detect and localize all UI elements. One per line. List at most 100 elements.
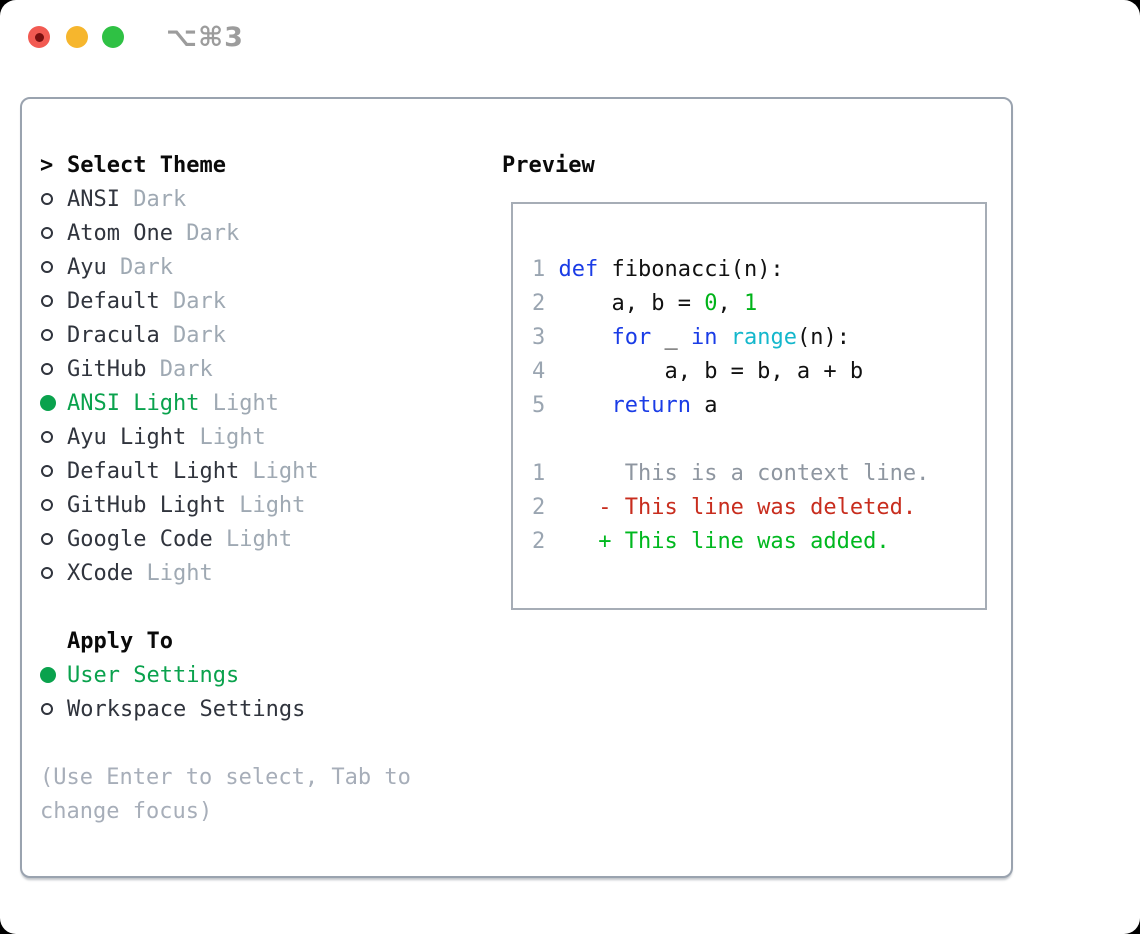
code-token-fg: a, b =	[558, 290, 705, 316]
radio-unselected-icon	[41, 193, 53, 205]
theme-option-ayu-light[interactable]: Ayu Light Light	[40, 420, 411, 454]
apply-option-user-settings[interactable]: User Settings	[40, 658, 411, 692]
code-token-ctx: This is a context line.	[558, 460, 930, 486]
apply-option-workspace-settings[interactable]: Workspace Settings	[40, 692, 411, 726]
theme-option-default[interactable]: Default Dark	[40, 284, 411, 318]
code-token-fg: a	[690, 392, 718, 418]
spacer-row	[40, 726, 411, 760]
code-token-fg	[559, 393, 612, 418]
code-token-add: + This line was added.	[558, 528, 890, 554]
code-line: 1 This is a context line.	[532, 456, 985, 490]
theme-name: GitHub Light	[67, 492, 226, 518]
theme-name: Google Code	[67, 526, 213, 552]
theme-option-github-light[interactable]: GitHub Light Light	[40, 488, 411, 522]
theme-name: Dracula	[67, 322, 160, 348]
theme-option-ansi[interactable]: ANSI Dark	[40, 182, 411, 216]
code-line: 3 for _ in range(n):	[532, 320, 985, 354]
theme-name: GitHub	[67, 356, 147, 382]
code-token-fg: fibonacci(n):	[598, 256, 784, 282]
radio-unselected-icon	[41, 363, 53, 375]
window-shortcut-label: ⌥⌘3	[166, 22, 244, 53]
code-token-fg: _	[651, 324, 691, 350]
line-number: 3	[532, 324, 559, 350]
prompt-marker: >	[40, 152, 54, 178]
line-number: 1	[532, 256, 559, 282]
theme-name: Default	[67, 288, 160, 314]
maximize-button[interactable]	[102, 26, 124, 48]
theme-name: XCode	[67, 560, 134, 586]
theme-variant-tag: Light	[186, 424, 266, 450]
theme-variant-tag: Dark	[106, 254, 173, 280]
radio-unselected-icon	[41, 567, 53, 579]
code-line: 5 return a	[532, 388, 985, 422]
line-number: 5	[532, 392, 559, 418]
code-token-fg	[559, 325, 612, 350]
theme-name: Ayu	[67, 254, 107, 280]
radio-unselected-icon	[41, 227, 53, 239]
code-token-num: 1	[743, 290, 758, 316]
theme-variant-tag: Dark	[146, 356, 213, 382]
theme-option-default-light[interactable]: Default Light Light	[40, 454, 411, 488]
radio-unselected-icon	[41, 703, 53, 715]
radio-unselected-icon	[41, 295, 53, 307]
theme-variant-tag: Light	[239, 458, 319, 484]
theme-option-ayu[interactable]: Ayu Dark	[40, 250, 411, 284]
code-token-fg: a, b = b, a + b	[558, 358, 864, 384]
theme-option-ansi-light[interactable]: ANSI Light Light	[40, 386, 411, 420]
code-token-fg: ,	[717, 290, 744, 316]
theme-variant-tag: Light	[199, 390, 279, 416]
radio-selected-icon	[40, 395, 56, 411]
code-token-fg: (n):	[796, 324, 850, 350]
line-number: 2	[532, 494, 559, 520]
line-number: 2	[532, 290, 559, 316]
code-token-del: - This line was deleted.	[558, 494, 917, 520]
close-dot-icon	[34, 32, 44, 42]
hint-text-line-2: change focus)	[40, 798, 213, 824]
line-number	[532, 427, 559, 452]
theme-variant-tag: Light	[225, 492, 306, 518]
radio-unselected-icon	[41, 431, 53, 443]
theme-name: ANSI	[67, 186, 120, 212]
line-number: 1	[532, 460, 559, 486]
radio-unselected-icon	[41, 499, 53, 511]
theme-option-dracula[interactable]: Dracula Dark	[40, 318, 411, 352]
code-line: 2 a, b = 0, 1	[532, 286, 985, 320]
hint-text-line-1: (Use Enter to select, Tab to	[40, 764, 411, 790]
code-token-kw: def	[558, 256, 599, 282]
theme-name: Atom One	[67, 220, 173, 246]
theme-option-google-code[interactable]: Google Code Light	[40, 522, 411, 556]
line-number: 2	[532, 528, 559, 554]
code-token-fg	[717, 325, 730, 350]
theme-variant-tag: Dark	[159, 322, 226, 348]
theme-option-atom-one[interactable]: Atom One Dark	[40, 216, 411, 250]
radio-selected-icon	[40, 667, 56, 683]
radio-unselected-icon	[41, 533, 53, 545]
apply-to-header: Apply To	[40, 624, 411, 658]
code-line	[532, 422, 985, 456]
spacer-row	[40, 590, 411, 624]
minimize-button[interactable]	[66, 26, 88, 48]
theme-variant-tag: Dark	[159, 288, 226, 314]
code-line: 2 - This line was deleted.	[532, 490, 985, 524]
theme-option-xcode[interactable]: XCode Light	[40, 556, 411, 590]
theme-variant-tag: Dark	[172, 220, 240, 246]
theme-variant-tag: Dark	[119, 186, 187, 212]
line-number: 4	[532, 358, 559, 384]
code-line: 1 def fibonacci(n):	[532, 252, 985, 286]
code-token-kw: for	[611, 324, 652, 350]
theme-variant-tag: Light	[133, 560, 213, 586]
apply-option-label: User Settings	[67, 662, 240, 688]
close-button[interactable]	[28, 26, 50, 48]
code-token-num: 0	[704, 290, 718, 316]
code-line: 4 a, b = b, a + b	[532, 354, 985, 388]
radio-unselected-icon	[41, 261, 53, 273]
code-token-kw: in	[690, 324, 718, 350]
theme-option-github[interactable]: GitHub Dark	[40, 352, 411, 386]
